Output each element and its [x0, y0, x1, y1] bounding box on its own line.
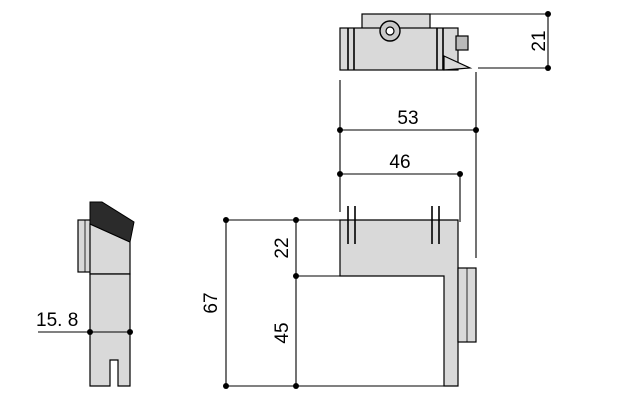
dim-15-8-label: 15. 8: [36, 310, 78, 331]
dim-53: 53: [337, 72, 479, 258]
front-view: [339, 206, 477, 387]
front-view-body: [339, 219, 459, 387]
dim-21-label: 21: [529, 30, 550, 51]
dim-46: 46: [337, 152, 463, 222]
dim-21: 21: [430, 11, 551, 71]
dim-45-label: 45: [272, 322, 293, 343]
side-view: [77, 201, 135, 387]
top-view: [339, 13, 473, 71]
side-view-top: [89, 201, 135, 243]
dim-46-label: 46: [389, 152, 410, 173]
side-view-stem: [89, 273, 131, 387]
dim-vertical: 67 22 45: [201, 217, 444, 389]
dim-15-8: 15. 8: [36, 310, 133, 335]
top-view-protrusion: [455, 35, 469, 51]
top-view-tip: [443, 55, 473, 71]
dim-53-label: 53: [397, 108, 418, 129]
dim-22-label: 22: [272, 237, 293, 258]
dim-67-label: 67: [201, 292, 222, 313]
